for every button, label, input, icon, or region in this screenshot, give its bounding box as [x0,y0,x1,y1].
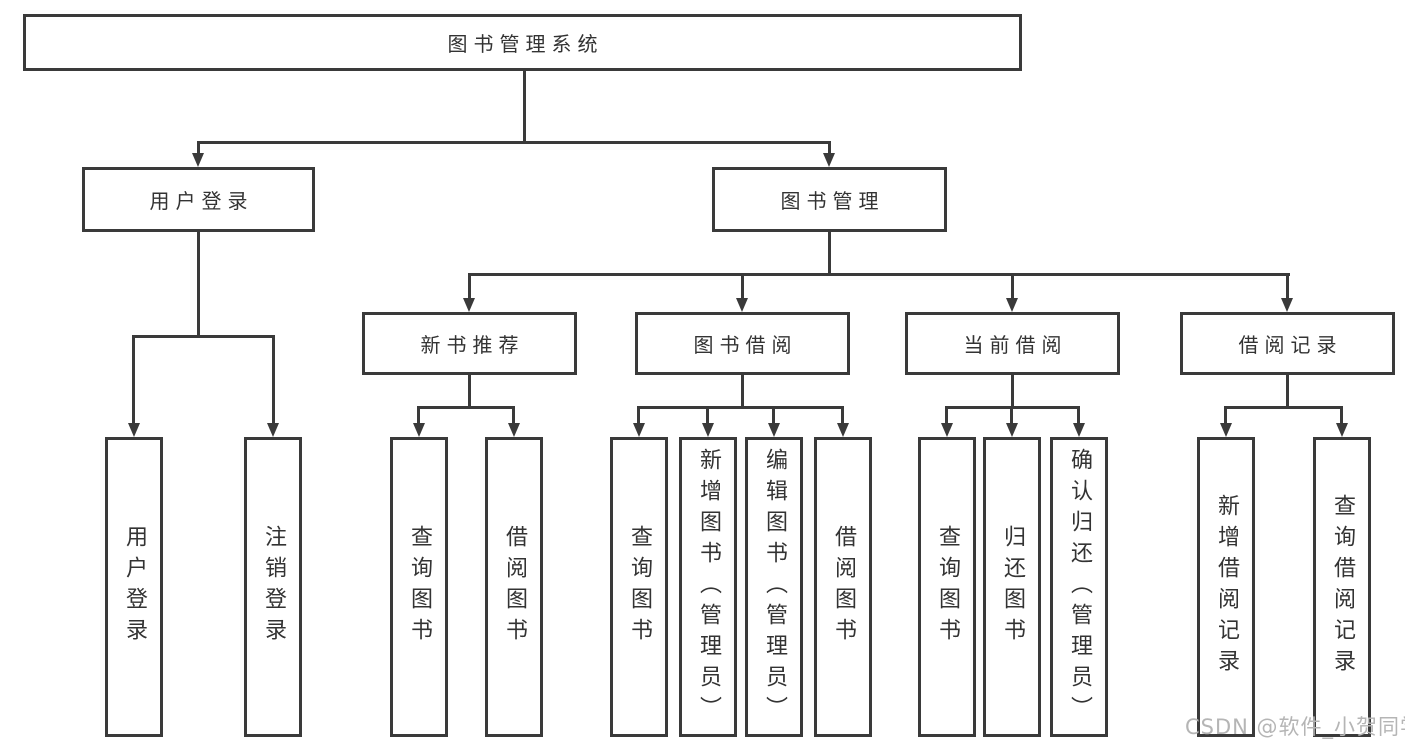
arrowhead-icon [1006,423,1018,437]
connector-line [419,406,514,409]
connector-line [828,232,831,276]
leaf-add-borrow-record: 新增借阅记录 [1197,437,1255,737]
connector-line [1077,406,1080,423]
connector-line [1286,375,1289,409]
node-book-management: 图书管理 [712,167,947,232]
node-label: 用户登录 [149,189,254,213]
leaf-add-book-admin: 新增图书（管理员） [679,437,737,737]
leaf-query-book: 查询图书 [918,437,976,737]
arrowhead-icon [633,423,645,437]
arrowhead-icon [1006,298,1018,312]
connector-line [132,335,135,424]
leaf-edit-book-admin: 编辑图书（管理员） [745,437,803,737]
connector-line [741,375,744,409]
connector-line [417,406,420,423]
arrowhead-icon [823,153,835,167]
leaf-return-book: 归还图书 [983,437,1041,737]
connector-line [468,273,471,298]
leaf-borrow-book: 借阅图书 [814,437,872,737]
connector-line [772,406,775,423]
connector-line [828,141,831,155]
leaf-query-book: 查询图书 [390,437,448,737]
leaf-label: 借阅图书 [831,525,856,649]
arrowhead-icon [128,423,140,437]
connector-line [1011,273,1014,298]
arrowhead-icon [1073,423,1085,437]
leaf-label: 借阅图书 [502,525,527,649]
node-label: 图书借阅 [693,333,798,357]
connector-line [841,406,844,423]
node-label: 图书管理 [780,189,885,213]
leaf-label: 查询图书 [935,525,960,649]
connector-line [1224,406,1227,423]
connector-line [1286,273,1289,298]
node-new-book-recommend: 新书推荐 [362,312,577,375]
arrowhead-icon [267,423,279,437]
arrowhead-icon [702,423,714,437]
arrowhead-icon [941,423,953,437]
connector-line [639,406,843,409]
node-user-login: 用户登录 [82,167,315,232]
connector-line [197,141,200,155]
leaf-borrow-book: 借阅图书 [485,437,543,737]
leaf-query-book: 查询图书 [610,437,668,737]
connector-line [1011,375,1014,409]
node-label: 借阅记录 [1238,333,1343,357]
arrowhead-icon [508,423,520,437]
connector-line [197,141,831,144]
arrowhead-icon [1281,298,1293,312]
connector-line [947,406,1079,409]
arrowhead-icon [1336,423,1348,437]
connector-line [132,335,275,338]
leaf-user-login: 用户登录 [105,437,163,737]
connector-line [272,335,275,424]
node-book-borrow: 图书借阅 [635,312,850,375]
leaf-label: 新增借阅记录 [1214,494,1239,680]
connector-line [197,232,200,338]
arrowhead-icon [1220,423,1232,437]
watermark: CSDN @软件_小贺同学 [1185,715,1405,739]
leaf-query-borrow-record: 查询借阅记录 [1313,437,1371,737]
node-label: 新书推荐 [420,333,525,357]
arrowhead-icon [413,423,425,437]
arrowhead-icon [768,423,780,437]
arrowhead-icon [192,153,204,167]
leaf-label: 归还图书 [1000,525,1025,649]
leaf-label: 查询图书 [627,525,652,649]
leaf-label: 新增图书（管理员） [696,447,721,727]
node-label: 当前借阅 [963,333,1068,357]
leaf-label: 查询借阅记录 [1330,494,1355,680]
connector-line [523,71,526,143]
connector-line [468,273,1290,276]
leaf-label: 编辑图书（管理员） [762,447,787,727]
connector-line [706,406,709,423]
connector-line [741,273,744,298]
connector-line [468,375,471,409]
leaf-logout-login: 注销登录 [244,437,302,737]
connector-line [512,406,515,423]
connector-line [637,406,640,423]
connector-line [945,406,948,423]
leaf-label: 注销登录 [261,525,286,649]
leaf-label: 用户登录 [122,525,147,649]
connector-line [1010,406,1013,423]
arrowhead-icon [837,423,849,437]
node-borrow-records: 借阅记录 [1180,312,1395,375]
connector-line [1340,406,1343,423]
root-node: 图书管理系统 [23,14,1022,71]
root-node-label: 图书管理系统 [447,32,604,56]
leaf-label: 确认归还（管理员） [1067,447,1092,727]
leaf-confirm-return-admin: 确认归还（管理员） [1050,437,1108,737]
arrowhead-icon [736,298,748,312]
arrowhead-icon [463,298,475,312]
leaf-label: 查询图书 [407,525,432,649]
node-current-borrow: 当前借阅 [905,312,1120,375]
connector-line [1226,406,1342,409]
